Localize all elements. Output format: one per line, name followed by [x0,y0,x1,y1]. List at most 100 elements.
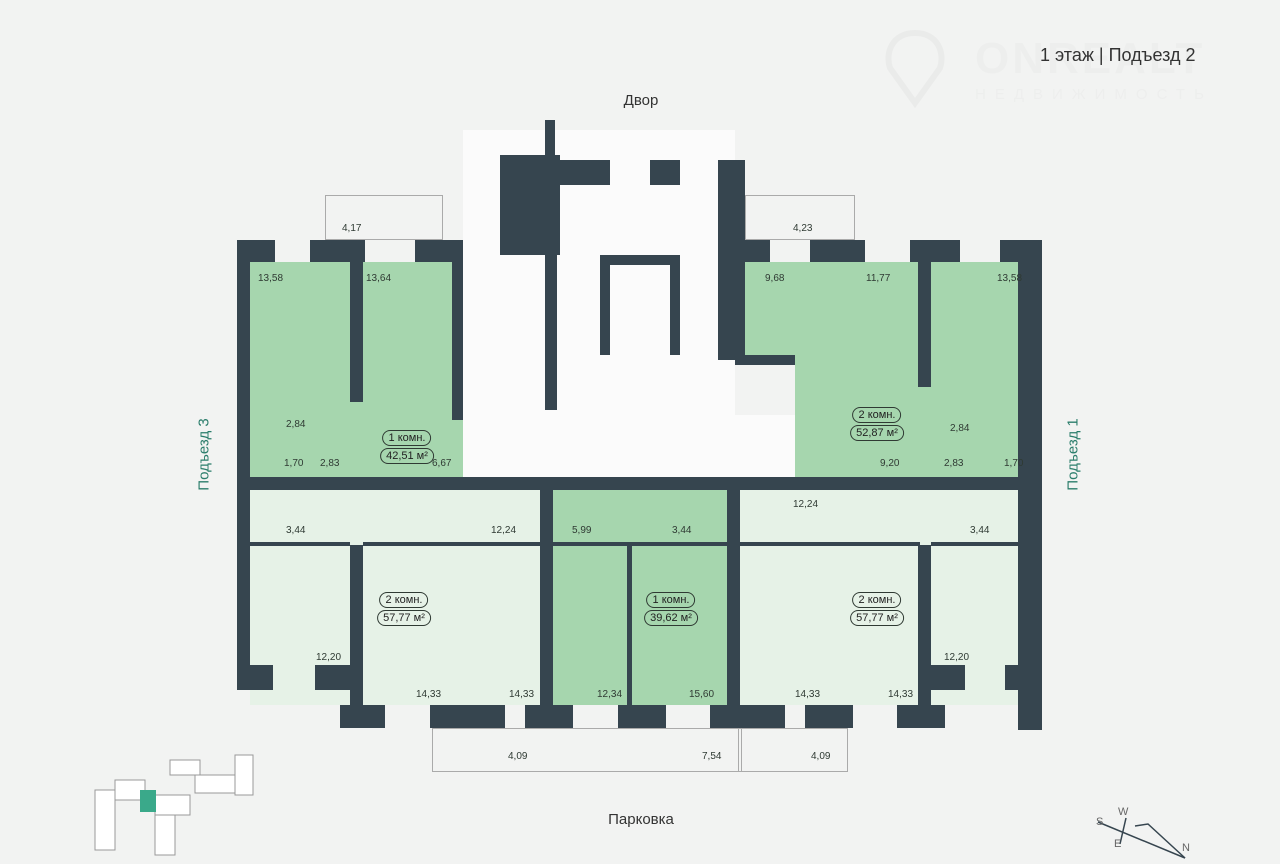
wall [545,255,557,410]
room-area: 11,77 [866,273,891,284]
watermark-text: ONREALT [975,34,1206,83]
wall [650,160,680,185]
room-area: 4,17 [342,223,362,234]
compass-n: N [1182,842,1190,854]
room-area: 12,24 [793,499,819,510]
balcony [738,728,848,772]
wall [918,262,931,387]
room-area: 13,58 [258,273,284,284]
wall [710,705,785,728]
apartment-area: 57,77 м² [377,610,431,626]
wall [805,705,853,728]
room-area: 13,58 [997,273,1023,284]
apartment-4-room[interactable] [553,490,727,705]
balcony [745,195,855,240]
room-area: 13,64 [366,273,392,284]
wall [925,665,965,690]
room-area: 4,09 [811,751,831,762]
apartment-area: 52,87 м² [850,425,904,441]
wall [452,240,463,420]
room-area: 12,24 [491,525,517,536]
wall [540,490,553,728]
room-area: 12,20 [316,652,342,663]
room-area: 2,83 [320,458,340,469]
room-area: 7,54 [702,751,722,762]
entrance-3-label[interactable]: Подъезд 3 [195,418,213,491]
room-area: 14,33 [509,689,535,700]
apartment-5-room[interactable] [740,490,1030,705]
room-area: 9,20 [880,458,900,469]
room-area: 12,34 [597,689,623,700]
apartment-rooms: 2 комн. [852,592,902,608]
apartment-area: 57,77 м² [850,610,904,626]
room-area: 3,44 [286,525,306,536]
wall [1005,665,1042,690]
room-area: 1,70 [284,458,304,469]
apartment-area: 39,62 м² [644,610,698,626]
house-pin-icon [885,29,945,109]
wall [363,542,540,546]
wall [350,545,363,705]
wall [600,255,610,355]
apartment-badge[interactable]: 1 комн. 42,51 м² [380,430,434,464]
room-area: 2,83 [944,458,964,469]
wall [350,262,363,402]
apartment-area: 42,51 м² [380,448,434,464]
floor-title: 1 этаж | Подъезд 2 [1040,45,1196,65]
room-area: 2,84 [950,423,970,434]
apartment-2-room[interactable] [735,262,1030,355]
apartment-badge[interactable]: 2 комн.57,77 м² [377,592,431,626]
yard-label: Двор [623,92,659,109]
current-building-marker [140,790,156,812]
compass-e: E [1114,838,1122,850]
wall [910,240,960,262]
wall [670,255,680,355]
room-area: 15,60 [689,689,715,700]
apartment-2-room[interactable] [795,355,1030,477]
apartment-badge[interactable]: 2 комн. 52,87 м² [850,407,904,441]
wall [250,542,350,546]
watermark-logo: ONREALT НЕДВИЖИМОСТЬ [880,28,1240,109]
wall [237,477,1037,490]
wall [618,705,666,728]
entrance-1-label[interactable]: Подъезд 1 [1064,418,1082,491]
wall [525,705,573,728]
room-area: 14,33 [888,689,914,700]
wall [1018,240,1042,730]
apartment-rooms: 2 комн. [852,407,902,423]
watermark-subtext: НЕДВИЖИМОСТЬ [975,86,1213,103]
room-area: 4,23 [793,223,813,234]
compass-s: S [1096,816,1104,828]
complex-minimap[interactable] [85,750,265,859]
wall [727,490,740,728]
balcony [432,728,742,772]
wall [315,665,350,690]
apartment-3-room[interactable] [250,490,540,705]
wall [600,255,680,265]
apartment-badge[interactable]: 2 комн. 57,77 м² [850,592,904,626]
wall [810,240,865,262]
compass-icon [1097,817,1186,859]
compass: W S E N [1090,806,1200,859]
room-area: 14,33 [416,689,442,700]
wall [545,120,555,180]
room-area: 14,33 [795,689,821,700]
wall [430,705,505,728]
wall [237,665,273,690]
apartment-rooms: 1 комн. [646,592,696,608]
apartment-badge[interactable]: 1 комн. 39,62 м² [644,592,698,626]
wall [237,240,275,262]
apartment-rooms: 1 комн. [382,430,432,446]
wall [340,705,385,728]
wall [740,542,920,546]
wall [897,705,945,728]
wall [735,240,770,262]
wall [627,545,632,705]
wall [735,355,795,365]
wall [310,240,365,262]
wall [553,542,727,546]
compass-w: W [1118,806,1129,818]
room-area: 2,84 [286,419,306,430]
room-area: 12,20 [944,652,970,663]
wall [931,542,1021,546]
